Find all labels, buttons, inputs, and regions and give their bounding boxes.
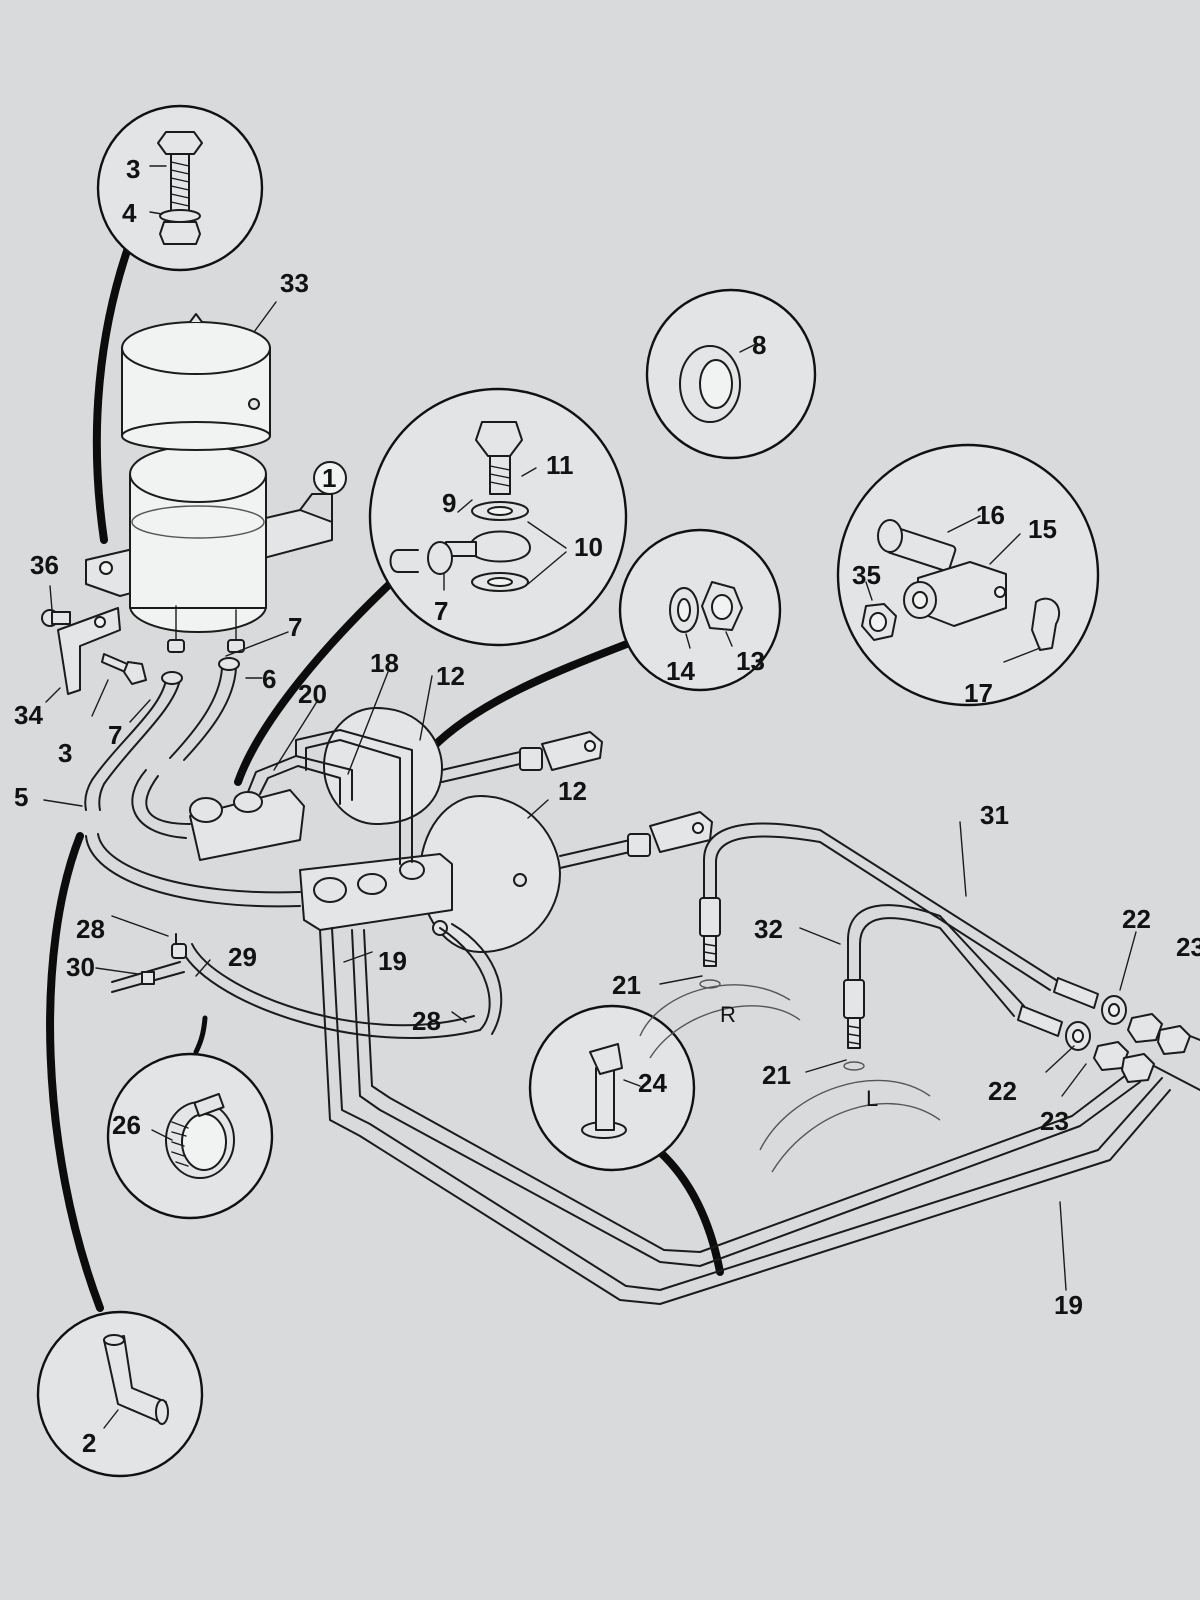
label-17: 17 xyxy=(964,678,993,708)
label-14: 14 xyxy=(666,656,695,686)
label-10: 10 xyxy=(574,532,603,562)
flex-hoses-and-unions xyxy=(659,821,1200,1097)
label-18: 18 xyxy=(370,648,399,678)
label-32: 32 xyxy=(754,914,783,944)
fluid-reservoir xyxy=(85,301,333,653)
detail-callout-washer-nut xyxy=(618,528,782,692)
label-22: 22 xyxy=(1122,904,1151,934)
label-23: 23 xyxy=(1040,1106,1069,1136)
label-4: 4 xyxy=(122,198,137,228)
label-21: 21 xyxy=(762,1060,791,1090)
label-28: 28 xyxy=(412,1006,441,1036)
label-2: 2 xyxy=(82,1428,96,1458)
label-35: 35 xyxy=(852,560,881,590)
reference-ring xyxy=(313,461,347,495)
wheel-arches xyxy=(639,984,941,1173)
label-12: 12 xyxy=(436,661,465,691)
label-7: 7 xyxy=(434,596,448,626)
detail-callout-elbow-hose xyxy=(36,1310,204,1478)
detail-callout-clevis xyxy=(836,443,1100,707)
label-8: 8 xyxy=(752,330,766,360)
label-19: 19 xyxy=(1054,1290,1083,1320)
label-28: 28 xyxy=(76,914,105,944)
wheel-mark-right: R xyxy=(720,1002,736,1027)
label-29: 29 xyxy=(228,942,257,972)
part-number-labels: 1 2 3 3 3 4 5 6 7 7 7 8 9 10 11 12 12 13… xyxy=(14,154,1200,1458)
label-22: 22 xyxy=(988,1076,1017,1106)
label-9: 9 xyxy=(442,488,456,518)
label-13: 13 xyxy=(736,646,765,676)
label-5: 5 xyxy=(14,782,28,812)
label-30: 30 xyxy=(66,952,95,982)
detail-callout-banjo-fitting xyxy=(368,387,628,647)
label-3: 3 xyxy=(126,154,140,184)
label-26: 26 xyxy=(112,1110,141,1140)
label-16: 16 xyxy=(976,500,1005,530)
label-24: 24 xyxy=(638,1068,667,1098)
detail-callout-pipe-clip xyxy=(528,1004,696,1172)
detail-callout-grommet xyxy=(645,288,817,460)
label-7: 7 xyxy=(108,720,122,750)
label-23: 23 xyxy=(1176,932,1200,962)
label-6: 6 xyxy=(262,664,276,694)
reservoir-hoses xyxy=(43,631,301,908)
wheel-mark-left: L xyxy=(866,1086,878,1111)
label-12: 12 xyxy=(558,776,587,806)
label-33: 33 xyxy=(280,268,309,298)
callout-leaders xyxy=(46,244,724,1312)
vacuum-hoses xyxy=(95,915,503,1039)
mounting-bracket xyxy=(41,585,147,717)
detail-callout-hose-clamp xyxy=(106,1052,274,1220)
label-19: 19 xyxy=(378,946,407,976)
label-31: 31 xyxy=(980,800,1009,830)
label-20: 20 xyxy=(298,679,327,709)
label-36: 36 xyxy=(30,550,59,580)
label-1: 1 xyxy=(322,463,336,493)
label-34: 34 xyxy=(14,700,43,730)
label-21: 21 xyxy=(612,970,641,1000)
master-cylinder-assembly xyxy=(189,671,713,963)
label-11: 11 xyxy=(546,450,574,480)
label-3: 3 xyxy=(58,738,72,768)
label-15: 15 xyxy=(1028,514,1057,544)
detail-callout-bolt-nut xyxy=(96,104,264,272)
brake-pipe-run xyxy=(319,927,1171,1305)
label-7: 7 xyxy=(288,612,302,642)
